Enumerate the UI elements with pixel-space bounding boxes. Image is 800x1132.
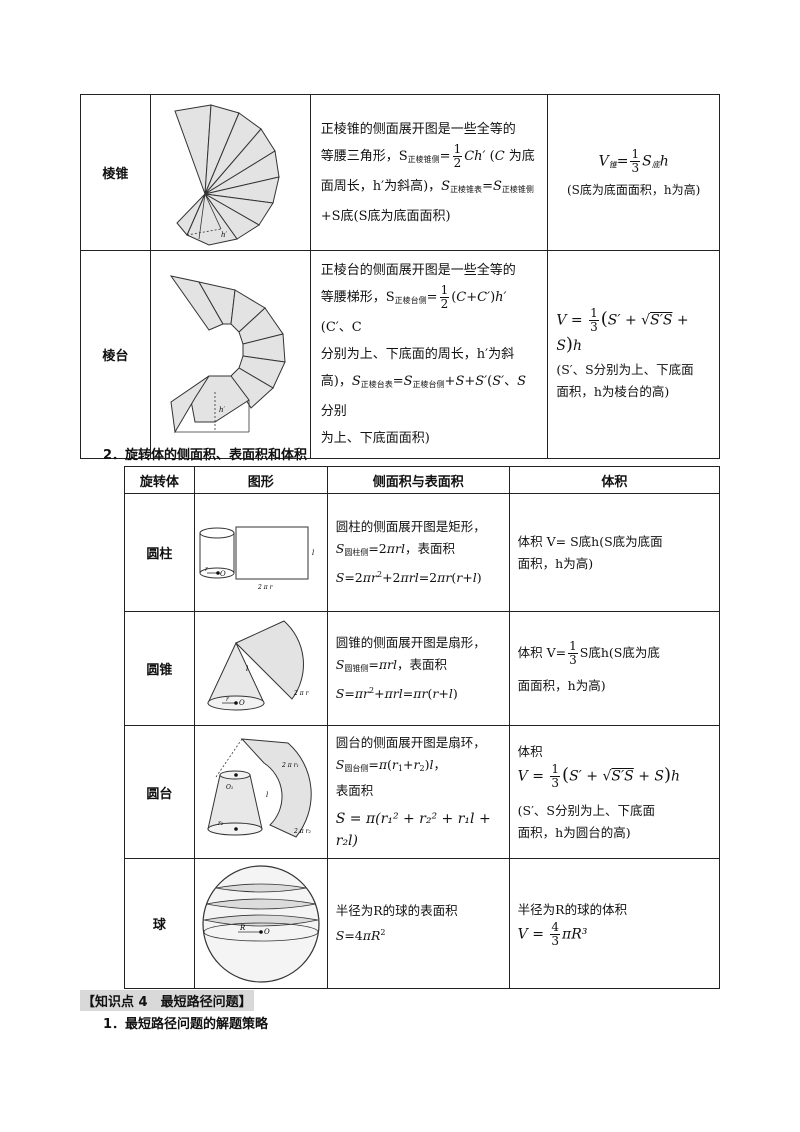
polyhedron-table: 棱锥 bbox=[80, 94, 720, 459]
svg-text:O₁: O₁ bbox=[226, 784, 233, 791]
desc-line: 正棱锥的侧面展开图是一些全等的 bbox=[320, 121, 516, 137]
row-label: 圆锥 bbox=[124, 611, 195, 726]
rotation-body-table: 旋转体 图形 侧面积与表面积 体积 圆柱 O r l 2 π r 圆柱的侧面展开… bbox=[124, 466, 721, 989]
table-row: 棱台 h′ bbox=[80, 250, 720, 459]
svg-text:l: l bbox=[312, 549, 314, 557]
desc-line: 正棱台的侧面展开图是一些全等的 bbox=[320, 263, 516, 278]
svg-text:2 π r: 2 π r bbox=[293, 690, 310, 697]
svg-text:h′: h′ bbox=[221, 231, 228, 239]
section-heading: 2．旋转体的侧面积、表面积和体积 bbox=[103, 448, 308, 463]
desc-line: 分别为上、下底面的周长，h′为斜 bbox=[320, 347, 515, 362]
table-row: 圆柱 O r l 2 π r 圆柱的侧面展开图是矩形， S圆柱侧=2πrl，表面… bbox=[124, 493, 721, 612]
cone-area-description: 圆锥的侧面展开图是扇形， S圆锥侧=πrl，表面积 S=πr2+πrl=πr(r… bbox=[326, 611, 510, 726]
row-label: 棱锥 bbox=[80, 94, 151, 251]
svg-text:h′: h′ bbox=[219, 406, 226, 414]
table-row: 圆台 O₁ r₂ l 2 π r₁ 2 π r₂ 圆台的侧面展开图是扇环， S圆… bbox=[124, 725, 721, 859]
svg-text:r: r bbox=[226, 696, 230, 703]
desc-line: +S底(S底为底面面积) bbox=[320, 208, 451, 224]
svg-text:2 π r₂: 2 π r₂ bbox=[293, 828, 311, 835]
svg-text:2 π r₁: 2 π r₁ bbox=[281, 762, 299, 769]
column-header: 侧面积与表面积 bbox=[326, 466, 510, 494]
column-header: 体积 bbox=[508, 466, 721, 494]
svg-text:r: r bbox=[205, 566, 209, 573]
cylinder-area-description: 圆柱的侧面展开图是矩形， S圆柱侧=2πrl，表面积 S=2πr2+2πrl=2… bbox=[326, 493, 510, 612]
row-label: 圆柱 bbox=[124, 493, 195, 612]
svg-text:r₂: r₂ bbox=[218, 820, 224, 827]
svg-text:l: l bbox=[266, 791, 268, 799]
table-row: 圆锥 O r l 2 π r 圆锥的侧面展开图是扇形， S圆锥侧=πrl，表面积… bbox=[124, 611, 721, 726]
svg-text:O: O bbox=[220, 570, 226, 578]
svg-text:R: R bbox=[239, 924, 246, 932]
pyramid-net-figure: h′ bbox=[149, 94, 311, 251]
column-header: 图形 bbox=[193, 466, 328, 494]
truncated-cone-figure: O₁ r₂ l 2 π r₁ 2 π r₂ bbox=[193, 725, 328, 859]
sphere-area-description: 半径为R的球的表面积 S=4πR2 bbox=[326, 858, 510, 989]
knowledge-point-heading: 【知识点 4 最短路径问题】 bbox=[80, 990, 254, 1011]
subsection-heading: 1．最短路径问题的解题策略 bbox=[103, 1017, 269, 1032]
row-label: 棱台 bbox=[80, 250, 151, 459]
truncated-cone-area-description: 圆台的侧面展开图是扇环， S圆台侧=π(r1+r2)l， 表面积 S = π(r… bbox=[326, 725, 510, 859]
table-row: 棱锥 bbox=[80, 94, 720, 251]
frustum-net-figure: h′ bbox=[149, 250, 311, 459]
volume-note: (S′、S分别为上、下底面 面积，h为棱台的高) bbox=[556, 361, 694, 399]
svg-text:2 π r: 2 π r bbox=[257, 584, 274, 591]
desc-line: 为上、下底面面积) bbox=[320, 431, 430, 446]
row-label: 球 bbox=[124, 858, 195, 989]
cylinder-volume: 体积 V= S底h(S底为底面 面积，h为高) bbox=[508, 493, 721, 612]
row-label: 圆台 bbox=[124, 725, 195, 859]
sphere-figure: O R bbox=[193, 858, 328, 989]
svg-text:O: O bbox=[264, 928, 270, 936]
desc-line: 面周长，h′为斜高)，S正棱锥表=S正棱锥侧 bbox=[320, 178, 534, 194]
svg-text:l: l bbox=[246, 665, 248, 673]
cone-figure: O r l 2 π r bbox=[193, 611, 328, 726]
column-header: 旋转体 bbox=[124, 466, 195, 494]
table-header-row: 旋转体 图形 侧面积与表面积 体积 bbox=[124, 466, 721, 494]
desc-line: 高)，S正棱台表=S正棱台侧+S+S′(S′、S 分别 bbox=[320, 374, 526, 419]
cylinder-figure: O r l 2 π r bbox=[193, 493, 328, 612]
table-row: 球 O R 半径为R的球的表面积 S=4πR2 半径为R的球的体积 bbox=[124, 858, 721, 989]
volume-note: (S底为底面面积，h为高) bbox=[566, 182, 701, 197]
svg-text:O: O bbox=[239, 699, 245, 707]
